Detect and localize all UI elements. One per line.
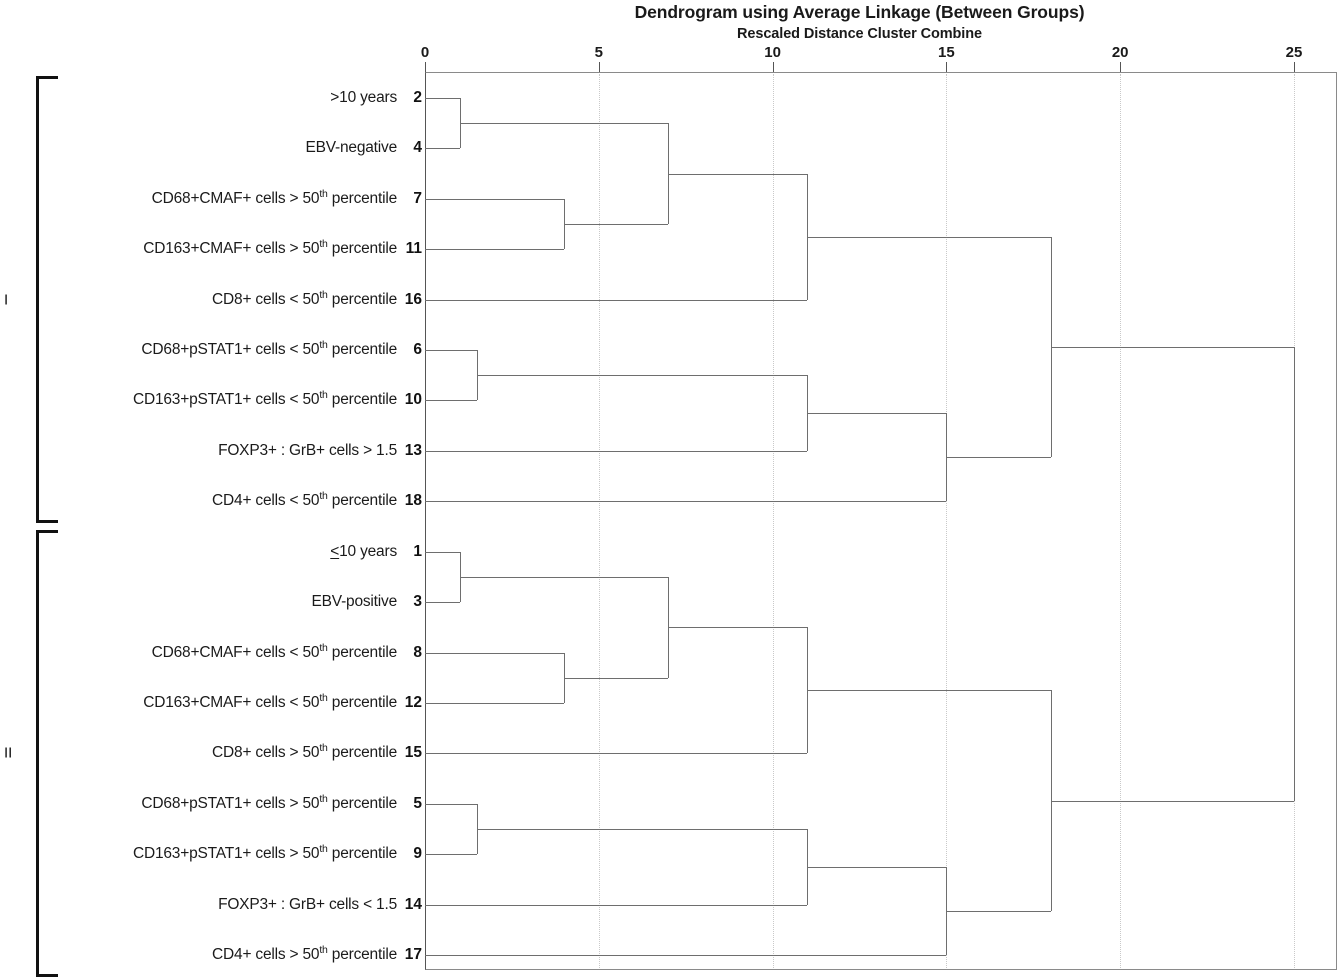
- leaf-label-2: >10 years: [330, 89, 397, 106]
- leaf-number-18: 18: [404, 492, 422, 510]
- link-arm-m3-b: [564, 224, 669, 226]
- axis-tick-label-5: 5: [594, 44, 603, 61]
- chart-title: Dendrogram using Average Linkage (Betwee…: [634, 2, 1085, 22]
- leaf-label-11: CD163+CMAF+ cells > 50th percentile: [143, 238, 397, 258]
- link-arm-m6-b: [425, 450, 808, 452]
- link-arm-m11-b: [564, 677, 669, 679]
- leaf-label-8: CD68+CMAF+ cells < 50th percentile: [151, 641, 398, 661]
- link-arm-m2-b: [425, 249, 565, 251]
- link-arm-m9-a: [425, 551, 460, 553]
- leaf-label-12: CD163+CMAF+ cells < 50th percentile: [143, 691, 397, 711]
- link-arm-m5-a: [425, 350, 478, 352]
- leaf-number-9: 9: [413, 845, 422, 863]
- plot-frame: [425, 72, 1337, 970]
- chart-subtitle: Rescaled Distance Cluster Combine: [737, 26, 982, 42]
- axis-tick-mark-15: [946, 62, 948, 73]
- link-arm-m11-a: [459, 576, 669, 578]
- leaf-number-16: 16: [404, 290, 422, 308]
- link-arm-m4-a: [668, 173, 808, 175]
- leaf-number-7: 7: [413, 189, 422, 207]
- link-arm-m10-a: [425, 652, 565, 654]
- link-arm-m10-b: [425, 702, 565, 704]
- leaf-label-6: CD68+pSTAT1+ cells < 50th percentile: [141, 338, 397, 359]
- leaf-label-9: CD163+pSTAT1+ cells > 50th percentile: [132, 842, 397, 863]
- link-arm-m7-b: [425, 501, 947, 503]
- cluster-bracket-I: [36, 76, 58, 524]
- cluster-label-II: II: [4, 744, 13, 762]
- link-arm-m12-a: [668, 627, 808, 629]
- cluster-label-I: I: [4, 291, 9, 309]
- axis-tick-label-25: 25: [1285, 44, 1303, 61]
- link-arm-m16-b: [946, 910, 1051, 912]
- leaf-label-17: CD4+ cells > 50th percentile: [212, 943, 397, 963]
- gridline-10: [772, 74, 774, 970]
- link-arm-m9-b: [425, 602, 460, 604]
- link-join-m14: [807, 828, 809, 905]
- axis-tick-label-10: 10: [764, 44, 781, 61]
- gridline-5: [598, 74, 600, 970]
- link-arm-m6-a: [477, 375, 808, 377]
- link-join-m4: [807, 173, 809, 300]
- leaf-label-13: FOXP3+ : GrB+ cells > 1.5: [218, 441, 397, 459]
- leaf-number-15: 15: [404, 744, 422, 762]
- leaf-label-16: CD8+ cells < 50th percentile: [212, 288, 397, 308]
- link-arm-m8-b: [946, 457, 1051, 459]
- leaf-label-4: EBV-negative: [305, 139, 397, 157]
- link-join-m15: [946, 866, 948, 955]
- leaf-number-6: 6: [413, 341, 422, 359]
- link-arm-m7-a: [807, 413, 947, 415]
- leaf-number-10: 10: [404, 391, 422, 409]
- link-arm-m2-a: [425, 198, 565, 200]
- link-arm-m8-a: [807, 236, 1051, 238]
- leaf-label-14: FOXP3+ : GrB+ cells < 1.5: [218, 895, 397, 913]
- leaf-number-1: 1: [413, 542, 422, 560]
- axis-tick-mark-5: [598, 62, 600, 73]
- link-arm-m14-b: [425, 904, 808, 906]
- axis-tick-mark-25: [1294, 62, 1295, 73]
- link-arm-m4-b: [425, 299, 808, 301]
- link-arm-m5-b: [425, 400, 478, 402]
- link-join-m17: [1294, 346, 1295, 801]
- leaf-label-10: CD163+pSTAT1+ cells < 50th percentile: [132, 389, 397, 409]
- gridline-20: [1120, 74, 1122, 970]
- leaf-number-17: 17: [404, 945, 422, 963]
- leaf-number-11: 11: [405, 240, 422, 258]
- link-arm-m12-b: [425, 753, 808, 755]
- gridline-15: [946, 74, 948, 970]
- link-arm-m15-b: [425, 954, 947, 956]
- cluster-bracket-II: [36, 529, 58, 977]
- axis-tick-mark-10: [772, 62, 774, 73]
- link-arm-m15-a: [807, 866, 947, 868]
- leaf-label-3: EBV-positive: [311, 593, 398, 611]
- link-arm-m16-a: [807, 690, 1051, 692]
- leaf-number-14: 14: [404, 895, 422, 913]
- leaf-number-5: 5: [413, 794, 422, 812]
- link-arm-m17-a: [1050, 346, 1294, 348]
- leaf-number-4: 4: [413, 139, 422, 157]
- leaf-label-7: CD68+CMAF+ cells > 50th percentile: [151, 187, 398, 207]
- leaf-label-5: CD68+pSTAT1+ cells > 50th percentile: [141, 792, 397, 812]
- leaf-number-2: 2: [413, 89, 422, 106]
- link-arm-m13-b: [425, 854, 478, 856]
- axis-tick-label-20: 20: [1111, 44, 1129, 61]
- leaf-number-12: 12: [404, 693, 422, 711]
- link-arm-m1-b: [425, 148, 460, 150]
- axis-tick-mark-20: [1120, 62, 1122, 73]
- link-arm-m17-b: [1050, 800, 1294, 802]
- axis-tick-label-15: 15: [938, 44, 955, 61]
- link-arm-m13-a: [425, 803, 478, 805]
- link-join-m6: [807, 375, 809, 451]
- link-arm-m1-a: [425, 98, 460, 99]
- axis-tick-mark-0: [425, 62, 426, 73]
- leaf-number-3: 3: [413, 593, 422, 611]
- leaf-label-1: <10 years: [330, 542, 397, 560]
- leaf-number-8: 8: [413, 643, 422, 661]
- link-join-m12: [807, 627, 809, 754]
- leaf-label-15: CD8+ cells > 50th percentile: [212, 742, 397, 762]
- axis-tick-label-0: 0: [420, 44, 430, 61]
- link-arm-m14-a: [477, 828, 808, 830]
- leaf-label-18: CD4+ cells < 50th percentile: [212, 490, 397, 510]
- leaf-number-13: 13: [404, 441, 422, 459]
- link-arm-m3-a: [459, 123, 669, 125]
